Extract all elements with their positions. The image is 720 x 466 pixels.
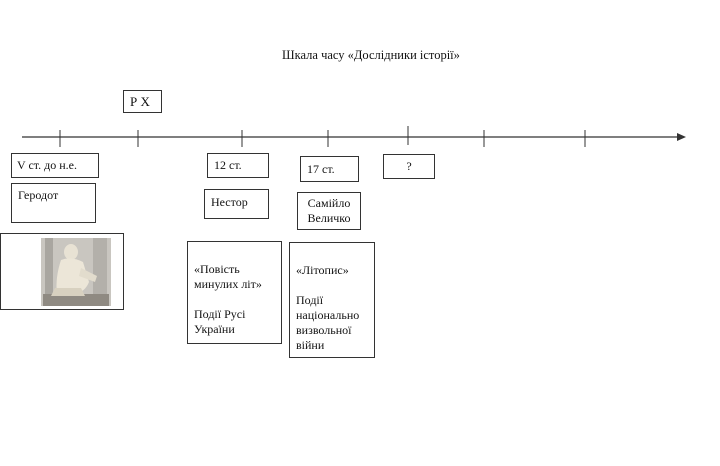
person-label: Геродот [18,188,59,202]
period-label: 12 ст. [214,158,242,172]
work-text: «Літопис» Події національно визвольної в… [296,263,360,352]
rx-marker-box: Р Х [123,90,162,113]
period-label: 17 ст. [307,162,335,176]
person-label: Нестор [211,195,248,209]
work-box-velychko: «Літопис» Події національно визвольної в… [289,242,375,358]
work-box-nestor: «Повість минулих літ» Події Русі України [187,241,282,344]
person-box-herodotus: Геродот [11,183,96,223]
person-box-velychko: Самійло Величко [297,192,361,230]
rx-label: Р Х [130,94,150,109]
period-label: V ст. до н.е. [17,158,77,172]
herodotus-statue-image [41,238,111,306]
portrait-frame [0,233,124,310]
period-box-17: 17 ст. [300,156,359,182]
period-box-12: 12 ст. [207,153,269,178]
person-box-nestor: Нестор [204,189,269,219]
period-box-unknown: ? [383,154,435,179]
diagram-title: Шкала часу «Дослідники історії» [282,48,460,62]
period-box-v-bc: V ст. до н.е. [11,153,99,178]
period-label: ? [406,159,412,173]
work-text: «Повість минулих літ» Події Русі України [194,262,262,336]
arrow-head-icon [677,133,686,141]
person-label: Самійло Величко [307,196,351,225]
